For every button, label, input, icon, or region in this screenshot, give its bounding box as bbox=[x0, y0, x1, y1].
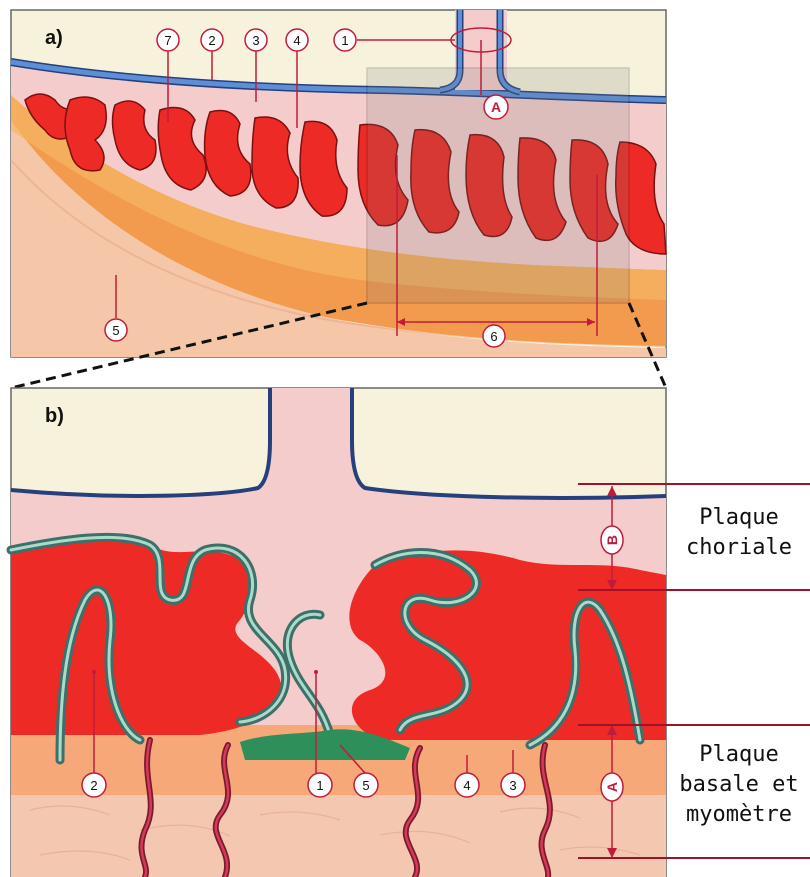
svg-text:4: 4 bbox=[293, 33, 300, 48]
svg-text:1: 1 bbox=[316, 778, 323, 793]
svg-text:2: 2 bbox=[90, 778, 97, 793]
svg-text:5: 5 bbox=[362, 778, 369, 793]
callout-a-2: 2 bbox=[201, 29, 223, 51]
marker-b-A: A bbox=[601, 773, 623, 801]
callout-b-3: 3 bbox=[501, 773, 525, 797]
panel-b: b) 1 2 3 4 bbox=[11, 388, 666, 877]
panel-b-letter: b) bbox=[45, 405, 64, 427]
svg-text:A: A bbox=[604, 782, 620, 792]
marker-b-B: B bbox=[601, 526, 623, 554]
svg-text:1: 1 bbox=[341, 33, 348, 48]
svg-text:3: 3 bbox=[252, 33, 259, 48]
myometrium-region-b bbox=[11, 790, 666, 877]
callout-a-7: 7 bbox=[157, 29, 179, 51]
callout-b-1: 1 bbox=[308, 773, 332, 797]
callout-b-2: 2 bbox=[82, 773, 106, 797]
basal-plate-label: Plaque basale et myomètre bbox=[668, 740, 810, 830]
svg-text:6: 6 bbox=[490, 329, 497, 344]
callout-a-1: 1 bbox=[334, 29, 356, 51]
callout-b-4: 4 bbox=[455, 773, 479, 797]
callout-a-5: 5 bbox=[105, 319, 127, 341]
panel-a-letter: a) bbox=[45, 27, 63, 49]
svg-text:A: A bbox=[491, 99, 501, 115]
callout-a-3: 3 bbox=[245, 29, 267, 51]
svg-text:3: 3 bbox=[509, 778, 516, 793]
chorionic-plate-label: Plaque choriale bbox=[668, 503, 810, 563]
svg-text:7: 7 bbox=[164, 33, 171, 48]
svg-text:5: 5 bbox=[112, 323, 119, 338]
callout-b-5: 5 bbox=[354, 773, 378, 797]
callout-a-4: 4 bbox=[286, 29, 308, 51]
svg-text:2: 2 bbox=[208, 33, 215, 48]
svg-text:4: 4 bbox=[463, 778, 470, 793]
svg-text:B: B bbox=[604, 535, 620, 545]
marker-a-A: A bbox=[484, 95, 508, 119]
callout-a-6: 6 bbox=[483, 325, 505, 347]
panel-a: a) 1 2 bbox=[11, 10, 666, 357]
